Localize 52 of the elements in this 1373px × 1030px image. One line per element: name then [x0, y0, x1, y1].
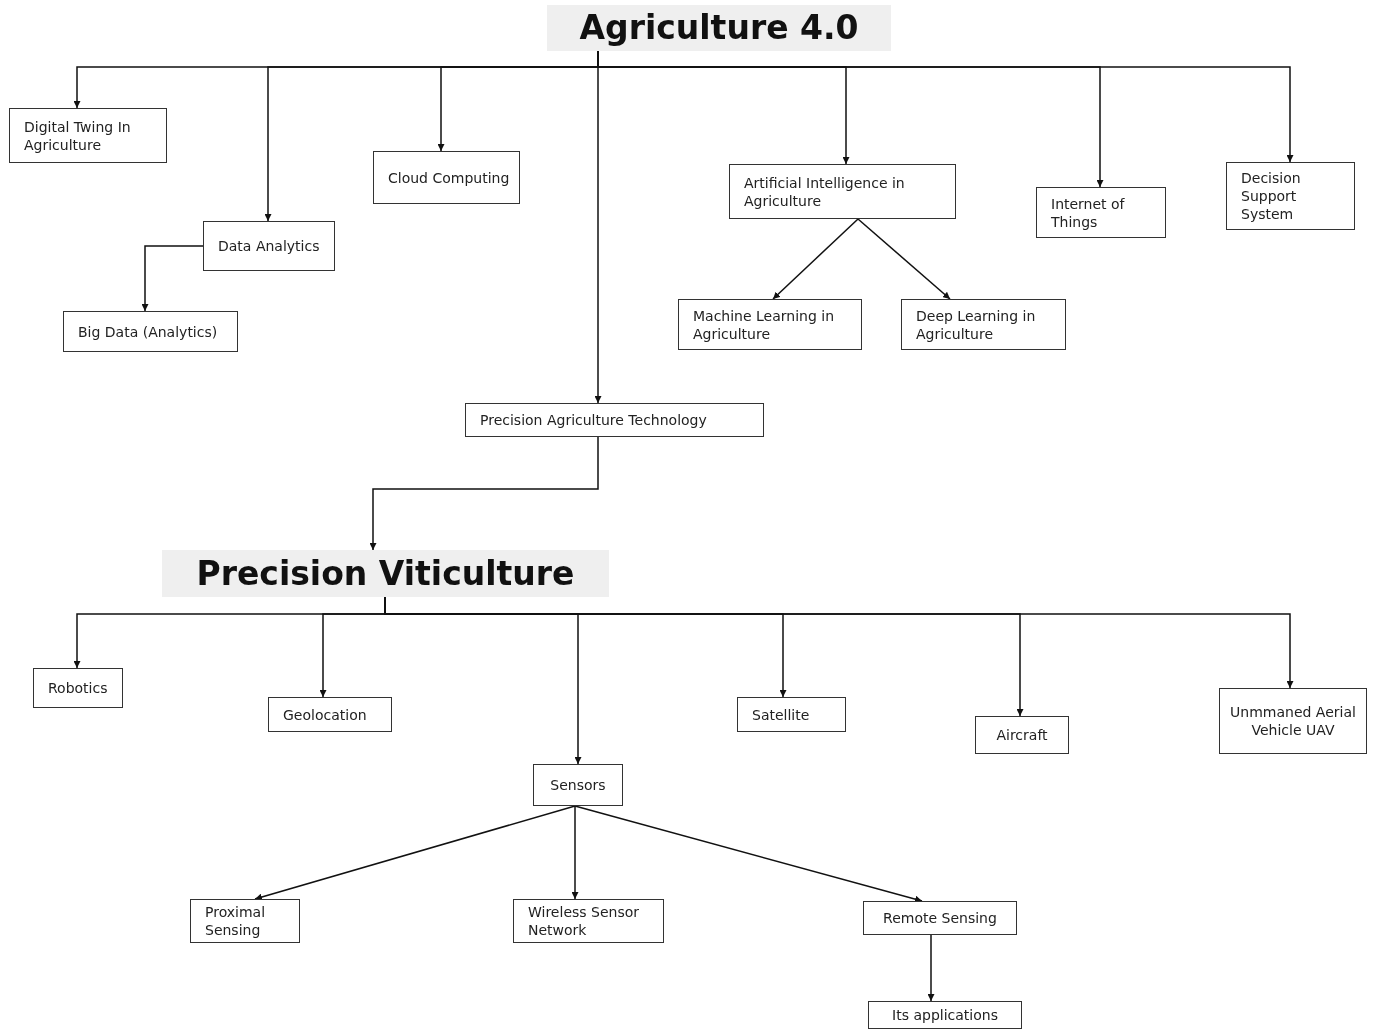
- topic-box: [729, 164, 956, 219]
- topic-box: [203, 221, 335, 271]
- topic-box: [975, 716, 1069, 754]
- arrow: [254, 805, 576, 901]
- topic-label: Artificial Intelligence in Agriculture: [744, 173, 906, 210]
- arrow: [369, 436, 599, 551]
- arrow: [574, 805, 923, 903]
- arrow: [141, 245, 204, 312]
- topic-label: Digital Twing In Agriculture: [24, 117, 132, 154]
- topic-box: [9, 108, 167, 163]
- topic-box: [373, 151, 520, 204]
- topic-label: Deep Learning in Agriculture: [916, 306, 1037, 343]
- topic-box: [190, 899, 300, 943]
- topic-box: [1219, 688, 1367, 754]
- topic-label: Unmmaned Aerial Vehicle UAV: [1229, 703, 1357, 739]
- topic-box: [901, 299, 1066, 350]
- topic-label: Sensors: [550, 776, 606, 794]
- topic-label: Remote Sensing: [883, 909, 997, 927]
- topic-label: Proximal Sensing: [205, 903, 267, 939]
- topic-label: Decision Support System: [1241, 169, 1302, 223]
- heading-text: Precision Viticulture: [196, 553, 575, 594]
- topic-box: [63, 311, 238, 352]
- topic-label: Internet of Things: [1051, 194, 1126, 231]
- topic-box: [268, 697, 392, 732]
- topic-label: Satellite: [752, 705, 810, 724]
- topic-label: Data Analytics: [218, 237, 320, 255]
- arrow: [857, 218, 951, 300]
- topic-label: Its applications: [892, 1006, 998, 1024]
- topic-label: Aircraft: [996, 726, 1048, 744]
- topic-box: [513, 899, 664, 943]
- topic-label: Precision Agriculture Technology: [480, 411, 707, 429]
- topic-label: Wireless Sensor Network: [528, 903, 640, 939]
- topic-box: [863, 901, 1017, 935]
- topic-box: [868, 1001, 1022, 1029]
- topic-box: [465, 403, 764, 437]
- topic-box: [678, 299, 862, 350]
- topic-box: [737, 697, 846, 732]
- topic-box: [533, 764, 623, 806]
- arrow: [772, 218, 859, 300]
- topic-label: Geolocation: [283, 705, 367, 724]
- arrow: [571, 805, 579, 900]
- topic-box: [1036, 187, 1166, 238]
- heading-band: [162, 550, 609, 597]
- topic-label: Robotics: [48, 679, 108, 697]
- topic-label: Machine Learning in Agriculture: [693, 306, 836, 343]
- heading-band: [547, 5, 891, 51]
- arrow: [927, 934, 935, 1002]
- topic-label: Big Data (Analytics): [78, 322, 218, 341]
- topic-label: Cloud Computing: [388, 168, 510, 187]
- topic-box: [1226, 162, 1355, 230]
- heading-text: Agriculture 4.0: [579, 8, 859, 48]
- topic-box: [33, 668, 123, 708]
